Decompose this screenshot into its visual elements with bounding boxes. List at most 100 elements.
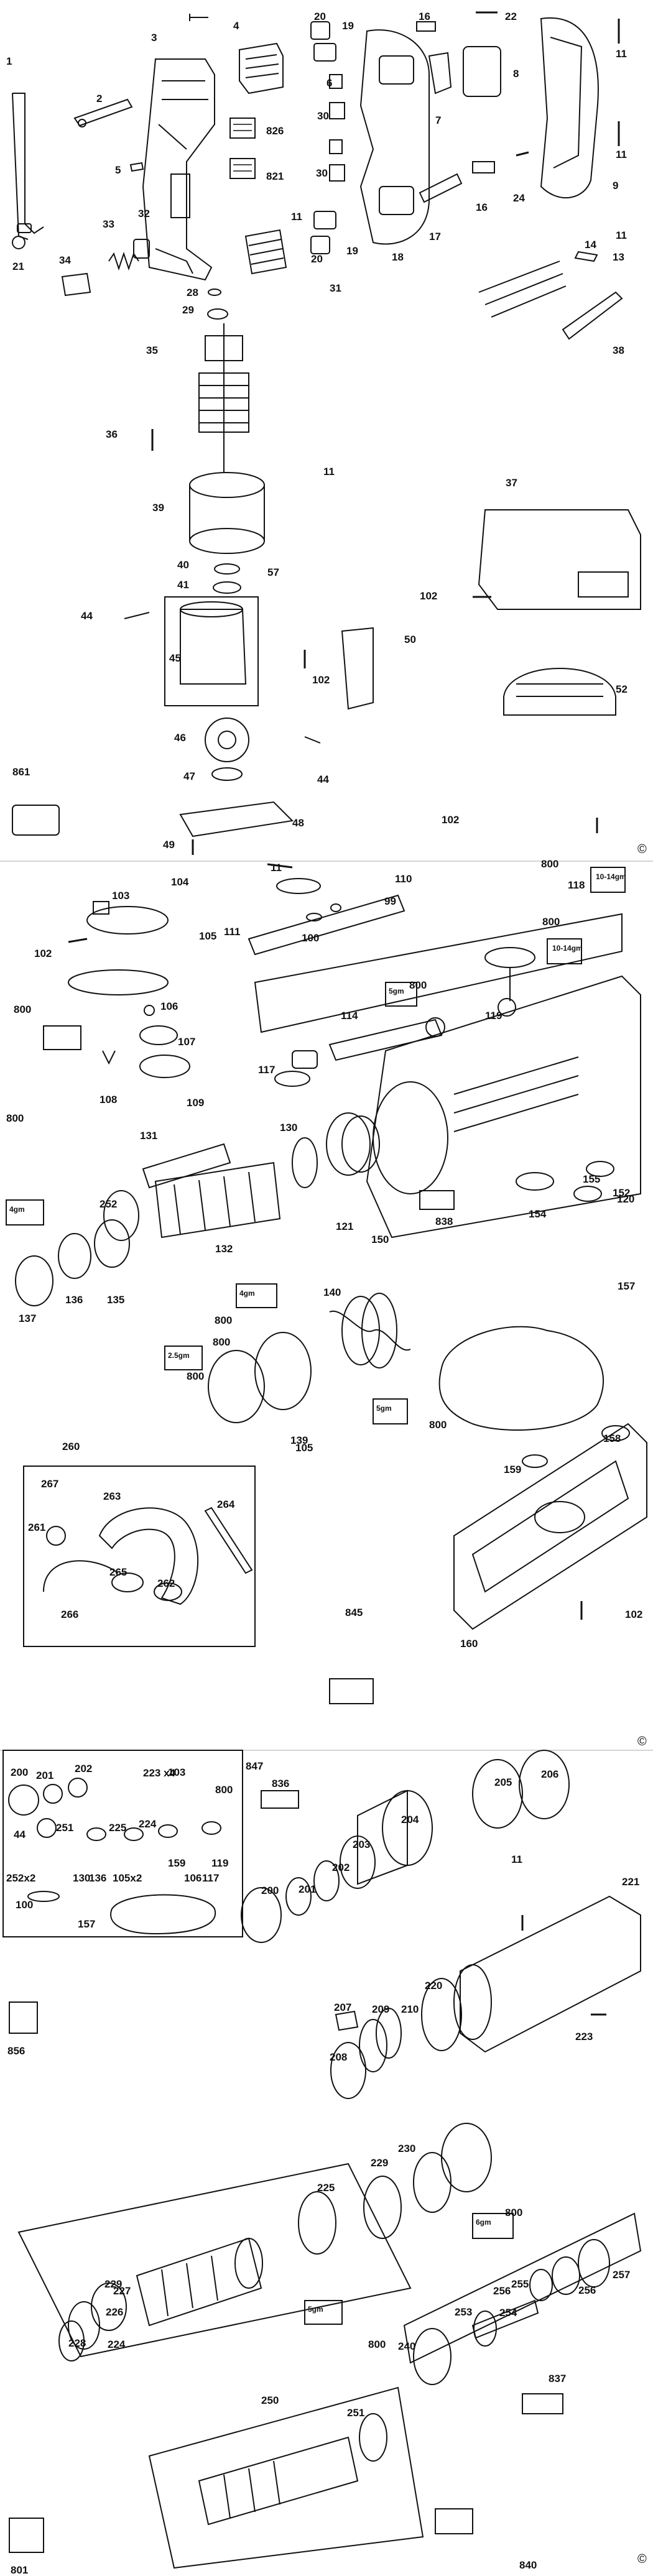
part-label: 821: [266, 170, 284, 182]
part-821-label-plate: [229, 158, 256, 179]
part-label: 220: [425, 1980, 443, 1992]
part-845-kit-box: [329, 1678, 374, 1704]
part-205-nut: [472, 1759, 523, 1829]
part-251-ring-kit: [37, 1818, 57, 1838]
part-label: 800: [6, 1112, 24, 1124]
part-861-kit-box: [12, 805, 60, 836]
part-50-brush-plate: [341, 627, 374, 710]
part-label: 261: [28, 1521, 46, 1533]
part-label: 20: [314, 11, 326, 22]
part-41-bearing: [213, 581, 241, 594]
part-label: 837: [549, 2373, 567, 2384]
part-29-bearing: [207, 308, 228, 320]
part-229-ring: [413, 2152, 452, 2213]
part-label: 160: [460, 1638, 478, 1650]
part-40-washer: [214, 563, 240, 575]
part-label: 44: [317, 773, 329, 785]
part-14-cable: [478, 261, 567, 318]
part-label: 106: [184, 1872, 202, 1884]
part-label: 7: [435, 114, 442, 126]
part-label: 102: [442, 814, 460, 826]
part-117-ring-kit: [201, 1821, 221, 1835]
part-label: 16: [419, 11, 430, 22]
part-240-washer: [413, 2328, 452, 2385]
part-45-fan-housing: [180, 601, 247, 685]
part-52-dust-shield: [503, 668, 616, 716]
part-44-clip-2: [304, 736, 321, 744]
part-label: 204: [401, 1814, 419, 1826]
part-18-brush-cover: [359, 29, 430, 245]
part-label: 157: [618, 1280, 636, 1292]
part-label: 110: [395, 873, 412, 885]
part-109-clutch: [139, 1055, 190, 1078]
part-label: 132: [215, 1243, 233, 1255]
part-20-retainer-lower: [310, 236, 330, 254]
part-21-cap: [12, 236, 25, 249]
part-label: 252: [100, 1198, 118, 1210]
part-label: 200: [261, 1885, 279, 1896]
part-label: 800: [505, 2207, 523, 2218]
part-221-front-housing: [453, 1895, 641, 2053]
part-label: 11: [323, 466, 335, 478]
part-19-brush-holder: [313, 43, 336, 62]
part-19-brush-holder-lower: [313, 211, 336, 229]
part-label: 800: [213, 1336, 231, 1348]
part-label: 208: [330, 2051, 348, 2063]
kit-frame-114: [254, 913, 623, 1033]
part-132-cylinder: [154, 1161, 281, 1239]
part-57-kit-frame: [164, 596, 259, 706]
part-210-ring: [376, 2008, 402, 2059]
part-102-screw: [189, 14, 208, 21]
part-label: 17: [429, 231, 441, 242]
part-label: 44: [81, 610, 93, 622]
part-47-bearing: [211, 767, 243, 781]
part-label: 159: [504, 1464, 522, 1475]
part-label: 44: [14, 1829, 25, 1840]
part-label: 800: [541, 858, 559, 870]
part-250-striker: [198, 2436, 359, 2526]
part-label: 20: [311, 253, 323, 265]
grease-amount-label: 10-14gm: [552, 944, 583, 953]
part-label: 8: [513, 68, 519, 80]
part-label: 206: [541, 1768, 559, 1780]
part-847-service-kit-frame: [2, 1750, 243, 1937]
part-label: 251: [56, 1822, 74, 1834]
part-label: 847: [246, 1760, 264, 1772]
part-label: 106: [160, 1000, 178, 1012]
part-106-pin: [144, 1005, 155, 1016]
part-229-ring-kit: [86, 1827, 106, 1841]
part-5-clip: [129, 162, 144, 172]
part-20-retainer: [310, 21, 330, 40]
part-label: 105: [199, 930, 217, 942]
part-label: 22: [505, 11, 517, 22]
part-label: 262: [157, 1577, 175, 1589]
part-label: 201: [36, 1770, 54, 1781]
part-152-ring: [573, 1186, 602, 1202]
part-121-gear-ring: [326, 1112, 380, 1176]
part-label: 45: [169, 652, 181, 664]
part-150-gear-ring: [361, 1293, 397, 1369]
part-label: 251: [347, 2407, 365, 2419]
part-37-cover: [478, 509, 641, 610]
part-label: 102: [625, 1609, 643, 1620]
part-159-bearing: [522, 1454, 548, 1468]
part-107-gear: [139, 1025, 178, 1045]
part-266-clamp-band: [43, 1560, 119, 1592]
part-224-ring: [68, 2301, 100, 2350]
part-label: 223 x4: [143, 1767, 175, 1779]
part-label: 102: [420, 590, 438, 602]
part-262-nut: [154, 1582, 182, 1601]
part-label: 225: [317, 2182, 335, 2194]
part-120-gear-housing: [366, 975, 641, 1239]
part-label: 800: [187, 1370, 205, 1382]
part-label: 158: [603, 1433, 621, 1444]
part-39-field-stator: [189, 472, 265, 554]
part-261-knob: [46, 1526, 66, 1546]
part-label: 103: [168, 1766, 186, 1778]
part-label: 137: [19, 1313, 37, 1324]
part-201-washer-kit: [43, 1784, 63, 1804]
part-108-spring: [102, 1050, 116, 1065]
part-207-pin: [335, 2010, 359, 2031]
part-label: 203: [353, 1839, 371, 1850]
part-label: 800: [429, 1419, 447, 1431]
